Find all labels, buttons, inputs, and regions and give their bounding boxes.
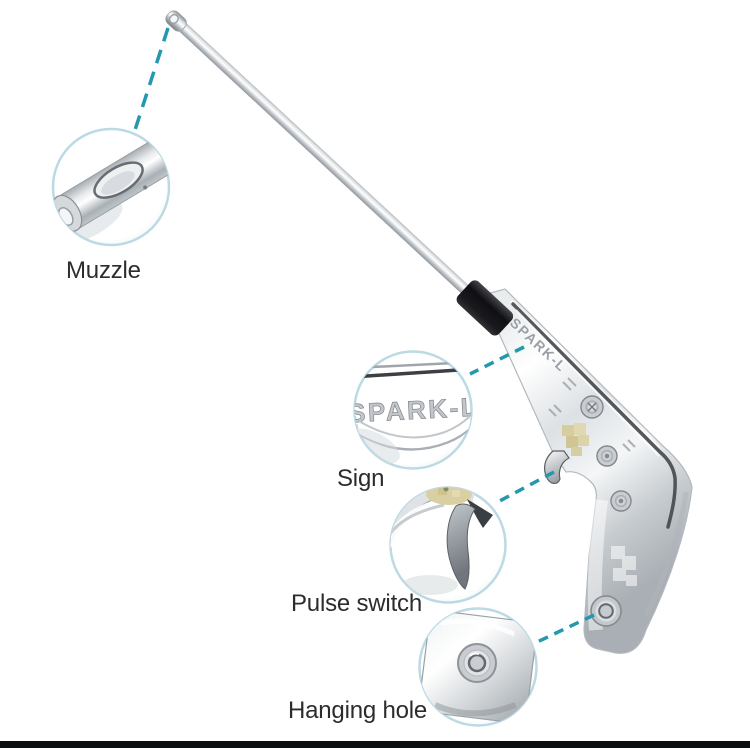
lighter-rod (165, 10, 514, 336)
watermark-blur-patch (562, 423, 589, 456)
grip-blur-patch (611, 546, 637, 586)
muzzle-dot (143, 185, 148, 190)
pulse-trigger-blade (446, 503, 476, 590)
handle-right-edge-shade (643, 491, 689, 619)
pulse-metal-streak (390, 503, 445, 535)
hanging-hole-label: Hanging hole (288, 697, 428, 724)
pulse-shadow-gap (467, 499, 493, 528)
handle-groove-highlight (515, 309, 660, 457)
muzzle-connector-line (133, 27, 170, 131)
lighter-handle: SPARK-L SPARK-L (466, 288, 693, 654)
hanging-connector-line (532, 613, 595, 646)
handle-hanging-hole (590, 595, 622, 627)
rod-black-band (456, 280, 514, 336)
sign-zoom-text-shadow: SPARK-L (349, 394, 482, 431)
hanging-callout-circle (418, 607, 538, 727)
handle-screw-2 (596, 445, 618, 467)
rod-tip-hole (168, 14, 179, 24)
pulse-connector-line (493, 470, 555, 506)
pulse-callout-circle (389, 486, 507, 604)
sign-groove-line (354, 367, 472, 379)
sign-label: Sign (337, 465, 385, 492)
sign-zoom-text: SPARK-L (347, 392, 480, 429)
hanging-zoom-hole (457, 643, 497, 683)
pulse-switch-label: Pulse switch (291, 590, 422, 617)
sign-lower-edge-top (358, 415, 471, 439)
rod-shaft (171, 16, 471, 295)
handle-body (466, 288, 693, 654)
muzzle-label: Muzzle (66, 257, 141, 284)
sign-zoom-text-group: SPARK-L SPARK-L (347, 391, 482, 431)
callout-connectors (133, 27, 595, 646)
muzzle-slot-shade (101, 171, 135, 195)
hanging-zoom-view (420, 612, 536, 722)
pulse-bottom-shadow (402, 575, 458, 595)
hanging-plate-shade (433, 702, 517, 717)
bottom-bar (0, 741, 750, 748)
handle-screw-3 (610, 490, 632, 512)
handle-screw-1 (580, 395, 604, 419)
sign-zoom-view: SPARK-L SPARK-L (347, 360, 482, 464)
hanging-plate-highlight (440, 618, 516, 637)
embossed-tick-marks (548, 377, 636, 452)
handle-groove-line (511, 302, 677, 529)
sign-callout-circle: SPARK-L SPARK-L (347, 350, 482, 470)
muzzle-callout-circle (51, 127, 171, 247)
